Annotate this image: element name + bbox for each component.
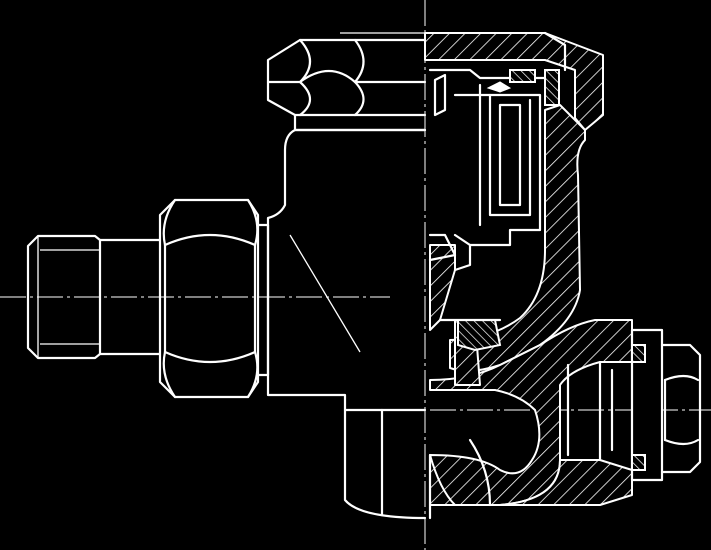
internal-element (428, 68, 560, 272)
threaded-pipe-stub (26, 234, 162, 360)
body-exterior (266, 128, 427, 520)
outlet-plug (566, 328, 702, 482)
body-section (429, 104, 633, 506)
upper-gasket (509, 69, 536, 83)
top-cap-exterior (266, 32, 427, 132)
valve-seat (438, 318, 502, 352)
gasket-ring (544, 69, 560, 106)
inlet-hex-nut (158, 198, 270, 399)
bottom-outlet (428, 438, 492, 520)
